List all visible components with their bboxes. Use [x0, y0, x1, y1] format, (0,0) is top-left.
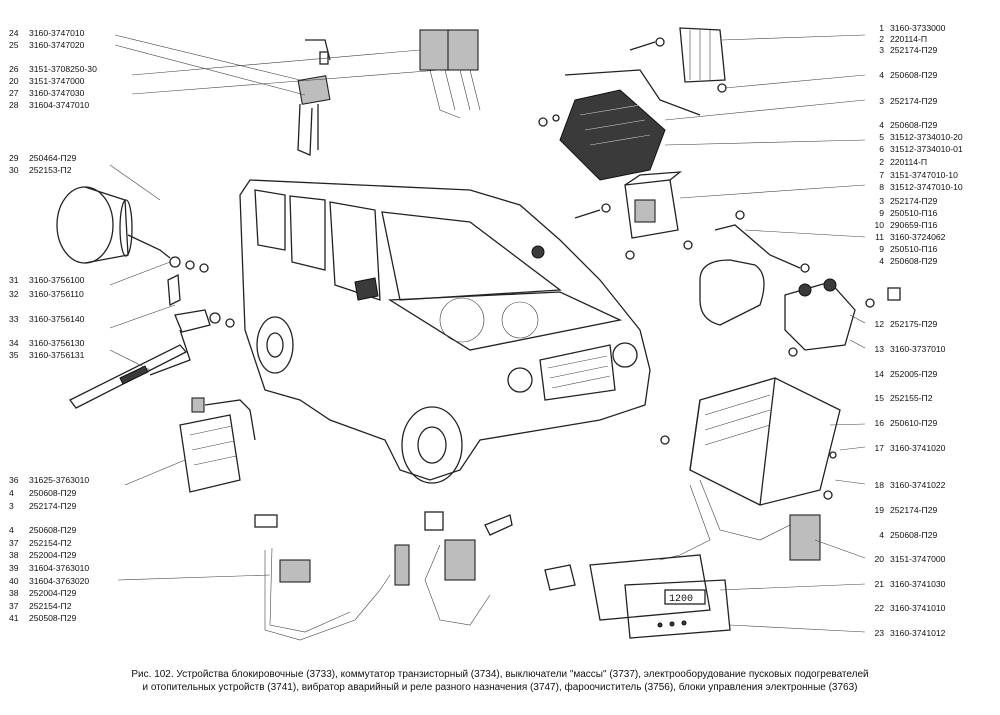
- wiper-blade: [69, 344, 188, 409]
- ground-cable-11: [699, 210, 810, 326]
- caption-line-2: и отопительных устройств (3741), вибрато…: [142, 682, 858, 693]
- control-blocks-39-40: [254, 511, 513, 641]
- heater-harness-21: [659, 479, 833, 561]
- caption-line-1: Рис. 102. Устройства блокировочные (3733…: [131, 669, 869, 680]
- leader-lines: [109, 34, 866, 633]
- heater-display-readout: 1200: [669, 594, 693, 605]
- heater-display-22: 1200: [544, 554, 731, 639]
- transistor-switch-5-6: [538, 89, 666, 181]
- relay-7-8: [574, 171, 693, 260]
- headlight-cleaner-lever: [149, 273, 235, 376]
- headlight-cleaner-motor: [56, 186, 209, 273]
- vehicle-body: [239, 179, 651, 484]
- electronic-control-unit-36: [179, 397, 256, 493]
- heater-control-unit-17: [660, 377, 841, 506]
- figure-caption: Рис. 102. Устройства блокировочные (3733…: [20, 668, 980, 694]
- ground-switch-13: [784, 278, 901, 357]
- relay-24-25: [297, 39, 331, 156]
- relay-26-28: [419, 29, 481, 119]
